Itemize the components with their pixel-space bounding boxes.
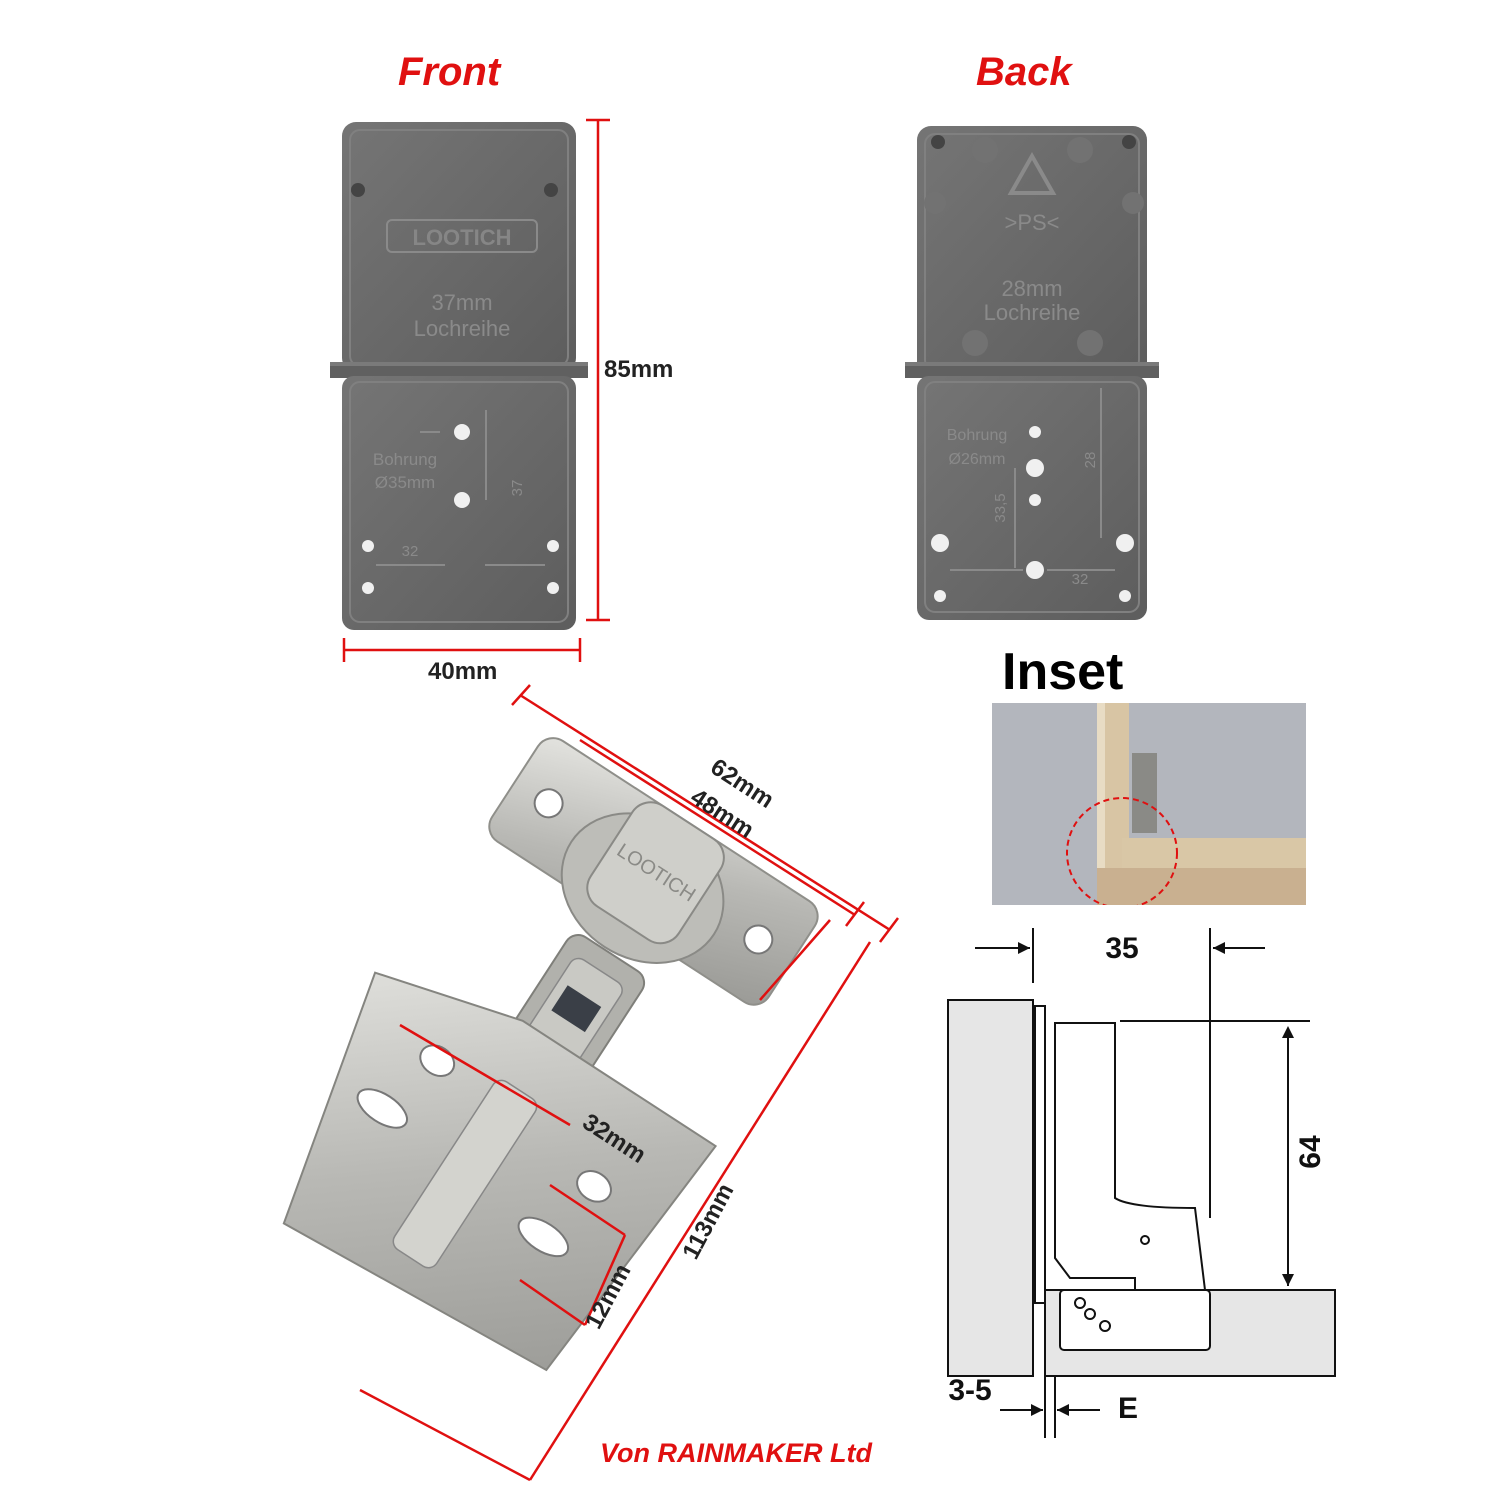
back-dim-28: 28 <box>1082 452 1099 469</box>
back-row-label: Lochreihe <box>984 300 1081 325</box>
pin-icon <box>351 183 365 197</box>
front-bore-label: Bohrung <box>373 450 437 469</box>
front-label: Front <box>398 50 501 94</box>
drill-hole-icon <box>454 424 470 440</box>
back-dim-32: 32 <box>1072 571 1089 588</box>
hinge-profile <box>1034 1005 1046 1304</box>
front-dim-32: 32 <box>402 543 419 560</box>
back-template-plate: >PS< 28mm Lochreihe Bohrung Ø26mm 28 33,… <box>905 126 1159 620</box>
inset-photo <box>992 703 1306 905</box>
concealed-hinge-illustration: LOOTICH 62mm 48mm 32mm 12mm 113mm <box>282 684 899 1482</box>
diagram-dim-35: 35 <box>1105 932 1138 965</box>
diagram-dim-3-5: 3-5 <box>948 1374 991 1407</box>
back-material-code: >PS< <box>1004 210 1059 235</box>
width-40mm-label: 40mm <box>428 658 498 685</box>
height-85mm-label: 85mm <box>604 356 674 383</box>
back-bore-label: Bohrung <box>947 427 1008 444</box>
back-dim-33-5: 33,5 <box>992 493 1009 522</box>
credit-text: Von RAINMAKER Ltd <box>600 1438 872 1468</box>
front-plate-body <box>342 122 576 372</box>
back-bore-size: Ø26mm <box>949 451 1006 468</box>
front-template-plate: LOOTICH 37mm Lochreihe Bohrung Ø35mm 37 … <box>330 118 610 662</box>
front-dim-37: 37 <box>509 480 526 497</box>
dim-113mm: 113mm <box>677 1179 739 1264</box>
inset-highlight-circle <box>1066 797 1178 905</box>
hinge-mounting-plate <box>282 971 718 1372</box>
inset-title: Inset <box>1002 643 1124 701</box>
back-label: Back <box>976 50 1072 94</box>
diagram-dim-e: E <box>1118 1392 1138 1425</box>
recycle-icon <box>1007 151 1057 195</box>
back-row-spacing: 28mm <box>1001 276 1062 301</box>
front-bore-size: Ø35mm <box>375 473 435 492</box>
front-row-spacing: 37mm <box>431 290 492 315</box>
diagram-dim-64: 64 <box>1294 1135 1327 1169</box>
cabinet-side-panel <box>947 999 1034 1377</box>
front-row-label: Lochreihe <box>414 316 511 341</box>
inset-hinge-diagram: 35 64 3-5 E <box>947 928 1336 1438</box>
front-brand: LOOTICH <box>413 225 512 250</box>
